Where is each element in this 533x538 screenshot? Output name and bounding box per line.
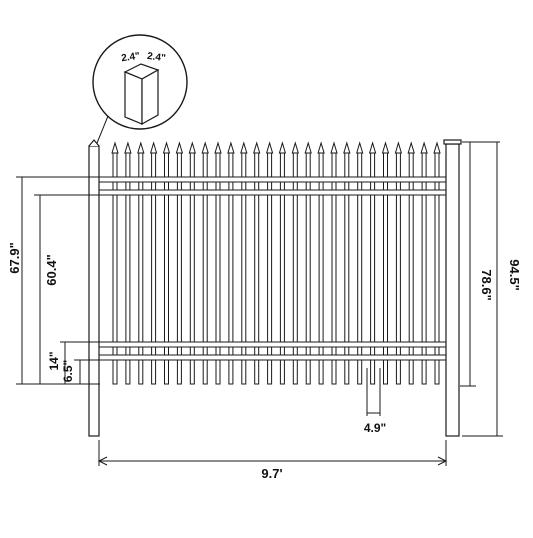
- picket: [240, 141, 248, 385]
- picket: [433, 141, 441, 385]
- picket-height-label: 60.4": [44, 254, 59, 285]
- left-dimension-lines: [16, 176, 100, 385]
- picket: [420, 141, 428, 385]
- bottom-rail-height-label: 14": [47, 351, 61, 370]
- picket: [137, 141, 145, 385]
- picket: [394, 141, 403, 385]
- picket: [407, 141, 415, 385]
- picket: [317, 141, 325, 385]
- post-width-a-label: 2.4": [121, 51, 141, 65]
- pickets-group: [111, 141, 441, 385]
- picket: [188, 141, 196, 385]
- picket: [381, 141, 390, 385]
- rail: [98, 354, 447, 361]
- total-height-label: 94.5": [507, 259, 522, 290]
- picket: [343, 141, 351, 385]
- picket: [175, 141, 184, 385]
- picket: [149, 141, 158, 385]
- picket: [111, 141, 119, 385]
- rail: [98, 176, 447, 183]
- picket: [162, 141, 171, 385]
- picket: [214, 141, 222, 385]
- picket: [227, 141, 235, 385]
- right-post: [443, 139, 462, 437]
- picket-gap-dim: [366, 368, 381, 416]
- picket: [304, 141, 312, 385]
- picket: [330, 141, 338, 385]
- picket: [291, 141, 299, 385]
- picket-gap-label: 4.9": [364, 421, 386, 435]
- panel-height-label: 67.9": [7, 242, 22, 273]
- panel-width-label: 9.7': [261, 466, 282, 481]
- post-width-b-label: 2.4": [146, 51, 166, 65]
- picket: [124, 141, 132, 385]
- picket: [201, 141, 209, 385]
- picket: [356, 141, 364, 385]
- picket: [265, 141, 274, 385]
- post-detail-callout: 2.4" 2.4": [92, 34, 188, 149]
- detail-leader-line: [94, 115, 109, 149]
- picket: [253, 141, 261, 385]
- rail: [98, 189, 447, 196]
- rails-group: [98, 176, 447, 361]
- left-post: [88, 139, 100, 437]
- clearance-label: 6.5": [61, 360, 75, 382]
- post-above-ground-label: 78.6": [479, 269, 494, 300]
- picket: [278, 141, 287, 385]
- picket: [368, 141, 377, 385]
- right-dimension-lines: [460, 141, 503, 437]
- rail: [98, 341, 447, 348]
- post-section-drawing: [123, 63, 160, 126]
- panel-width-dim: [97, 440, 448, 466]
